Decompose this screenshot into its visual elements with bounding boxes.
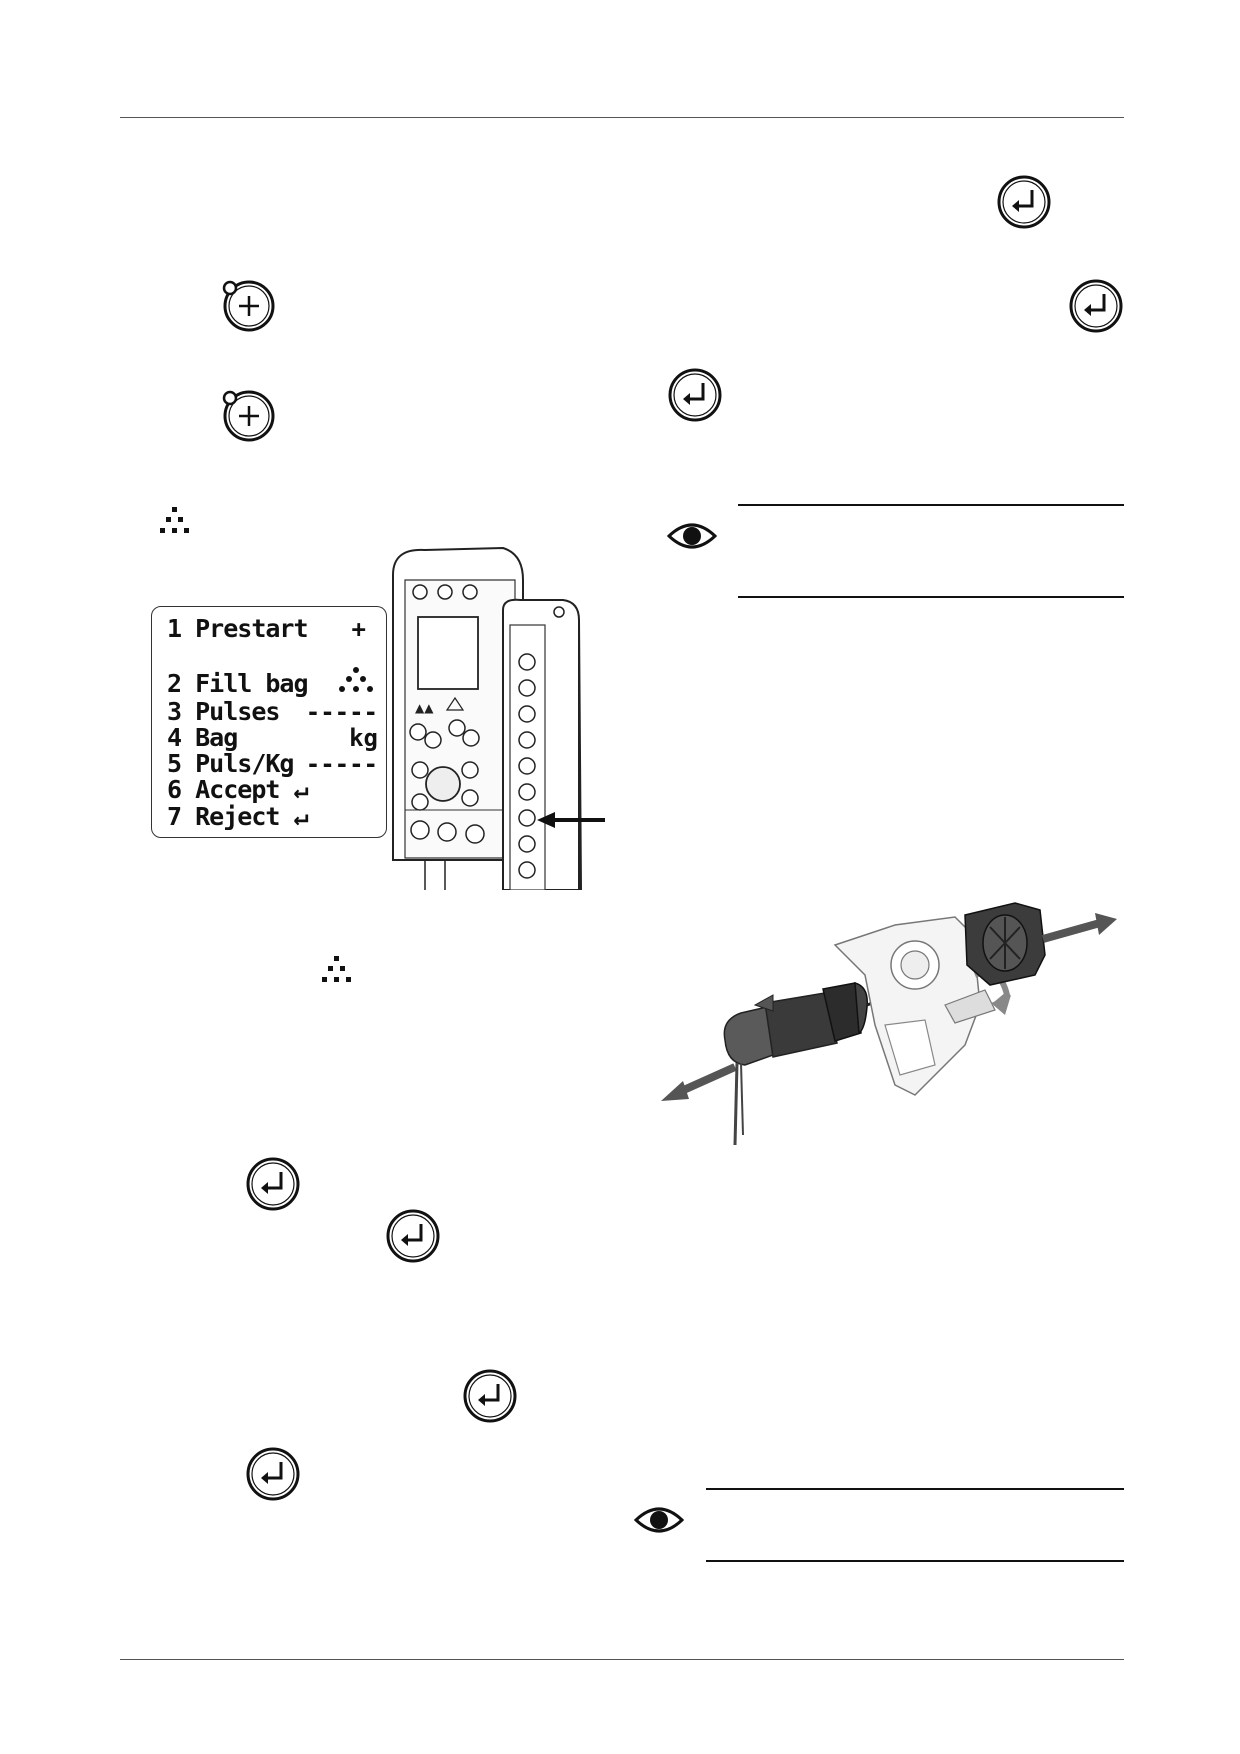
eye-note-icon [667, 523, 717, 549]
eye-note-icon [634, 1507, 684, 1533]
enter-key-icon [463, 1369, 517, 1423]
note-bottom-rule [738, 596, 1124, 598]
enter-key-icon [386, 1209, 440, 1263]
plus-key-icon [222, 390, 275, 442]
note-top-rule [706, 1488, 1124, 1490]
lcd-menu-item: 5 Puls/Kg [167, 749, 294, 778]
lcd-menu-panel: 1 Prestart + 2 Fill bag 3 Pulses ----- 4… [151, 606, 387, 838]
pointer-arrow [537, 812, 605, 828]
header-rule [120, 117, 1124, 118]
dispenser-disassembly-illustration [661, 902, 1117, 1145]
enter-key-icon [1069, 279, 1123, 333]
footer-rule [120, 1659, 1124, 1660]
enter-key-icon [997, 175, 1051, 229]
lcd-menu-item: 6 Accept ↵ [167, 775, 309, 804]
lcd-menu-item: 4 Bag [167, 723, 238, 752]
enter-key-icon [246, 1157, 300, 1211]
lcd-menu-item: 2 Fill bag [167, 669, 309, 698]
fill-bag-icon [322, 956, 351, 982]
lcd-menu-item: 1 Prestart [167, 614, 309, 643]
enter-key-icon [668, 368, 722, 422]
lcd-menu-item: 7 Reject ↵ [167, 802, 309, 831]
lcd-menu-value: ----- [305, 750, 378, 778]
enter-key-icon [246, 1447, 300, 1501]
lcd-menu-value: ----- [305, 698, 378, 726]
plus-key-icon [222, 280, 275, 332]
note-bottom-rule [706, 1560, 1124, 1562]
lcd-menu-value: kg [349, 724, 378, 752]
svg-text:▲▲: ▲▲ [415, 701, 434, 715]
lcd-menu-item: 3 Pulses [167, 697, 280, 726]
control-unit-illustration: ▲▲ [392, 546, 582, 890]
note-top-rule [738, 504, 1124, 506]
fill-bag-icon [339, 667, 373, 692]
lcd-menu-value: + [351, 615, 366, 643]
fill-bag-icon [160, 507, 189, 533]
